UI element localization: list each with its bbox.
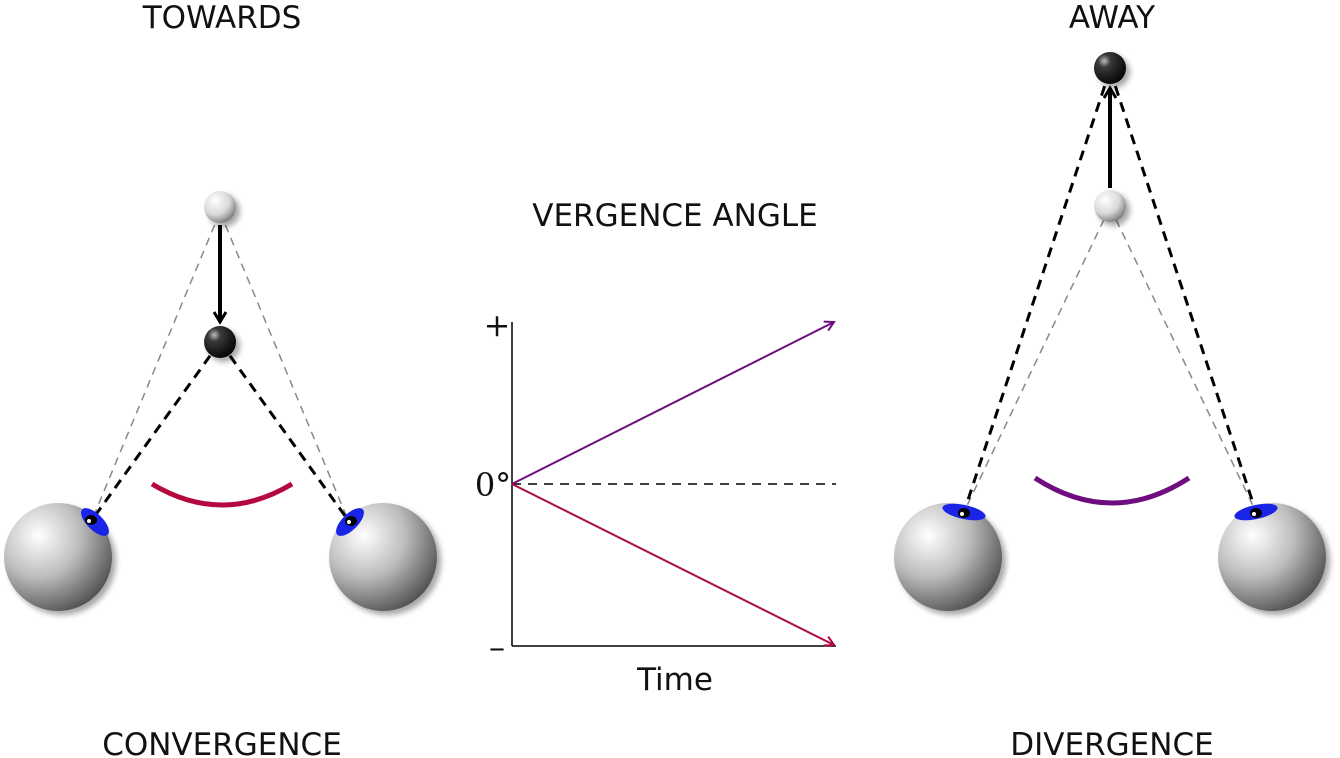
- right-panel-right-eye: [1218, 503, 1326, 611]
- divergence-trend-line: [511, 322, 834, 485]
- left-end-target-ball: [204, 326, 236, 358]
- right-near-sightline-left: [963, 206, 1111, 513]
- right-end-target-ball: [1094, 52, 1126, 84]
- left-far-sightline-left: [91, 211, 221, 521]
- left-caption: CONVERGENCE: [102, 727, 342, 758]
- divergence-angle-arc: [1033, 475, 1191, 506]
- right-near-sightline-right: [1109, 206, 1257, 513]
- convergence-angle-arc: [150, 481, 294, 508]
- left-panel-right-eye: [329, 503, 437, 611]
- left-far-sightline-right: [219, 211, 349, 521]
- left-panel-right-pupil: [345, 516, 357, 526]
- center-panel: VERGENCE ANGLE + 0° – Time: [475, 198, 836, 698]
- right-panel-left-pupil: [958, 508, 970, 518]
- left-panel-left-eye: [4, 503, 112, 611]
- left-title: TOWARDS: [142, 0, 302, 36]
- right-panel-left-eye: [894, 503, 1002, 611]
- convergence-trend-line: [511, 483, 834, 645]
- left-start-target-ball: [204, 191, 236, 223]
- right-caption: DIVERGENCE: [1010, 727, 1213, 758]
- left-near-sightline-left: [90, 341, 222, 521]
- y-tick-zero: 0°: [475, 466, 511, 504]
- y-tick-minus: –: [489, 628, 505, 666]
- x-axis-label: Time: [636, 662, 713, 698]
- left-near-sightline-right: [218, 341, 350, 521]
- center-title: VERGENCE ANGLE: [532, 198, 818, 234]
- right-title: AWAY: [1069, 0, 1155, 36]
- right-far-sightline-right: [1108, 69, 1258, 513]
- right-start-target-ball: [1094, 190, 1126, 222]
- right-far-sightline-left: [962, 69, 1112, 513]
- y-tick-plus: +: [484, 306, 511, 344]
- left-panel: TOWARDS CONVERGENCE: [4, 0, 437, 758]
- left-panel-left-pupil: [85, 515, 97, 525]
- right-panel: AWAY DIVERGENCE: [894, 0, 1326, 758]
- right-panel-right-pupil: [1250, 508, 1262, 518]
